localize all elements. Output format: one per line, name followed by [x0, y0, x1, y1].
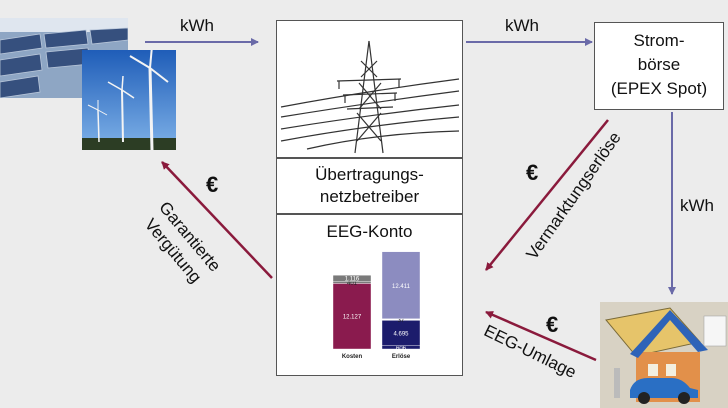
tso-label-box: Übertragungs- netzbetreiber	[276, 158, 463, 214]
tso-line-2: netzbetreiber	[319, 187, 420, 206]
eeg-account-title: EEG-Konto	[326, 222, 413, 241]
bar-segment-erlöse-3	[381, 251, 421, 320]
power-exchange-box: Strom- börse (EPEX Spot)	[594, 22, 724, 110]
bar-value-label-kosten-2: 1.116	[345, 277, 360, 283]
bar-segment-erlöse-1	[381, 320, 421, 346]
exchange-line-1: Strom-	[633, 31, 685, 50]
kwh-label-exchange-consumer: kWh	[680, 196, 714, 215]
tso-line-1: Übertragungs-	[315, 165, 424, 184]
bar-value-label-erlöse-1: 4.695	[393, 332, 409, 338]
euro-arrow-marketing-revenue	[485, 119, 609, 271]
bar-category-label-0: Kosten	[342, 354, 363, 360]
consumer-house-image	[600, 302, 728, 408]
kwh-label-grid-exchange: kWh	[505, 16, 539, 35]
euro-arrow-eeg-levy	[485, 310, 597, 362]
bar-segment-kosten-2	[332, 275, 372, 282]
euro-symbol-feed-in: €	[206, 172, 219, 197]
house-ev-icon	[600, 302, 728, 408]
bar-value-label-erlöse-0: 606	[396, 346, 407, 352]
wind-turbines-image	[82, 50, 176, 150]
bar-value-label-kosten-1: 401	[347, 281, 358, 287]
bar-segment-kosten-0	[332, 283, 372, 350]
kwh-label-producers-grid: kWh	[180, 16, 214, 35]
bar-value-label-erlöse-3: 12.411	[392, 284, 411, 290]
euro-symbol-levy: €	[546, 312, 559, 337]
grid-panel	[276, 20, 463, 158]
euro-arrow-feed-in-tariff	[161, 161, 273, 279]
bar-value-label-erlöse-2: 37	[398, 318, 405, 324]
exchange-line-2: börse	[637, 55, 681, 74]
bar-category-label-1: Erlöse	[392, 354, 411, 360]
bar-value-label-kosten-0: 12.127	[343, 315, 362, 321]
power-pylon-icon	[280, 40, 460, 154]
exchange-line-3: (EPEX Spot)	[610, 79, 708, 98]
wind-turbine-icon	[82, 50, 176, 150]
euro-symbol-marketing: €	[526, 160, 539, 185]
